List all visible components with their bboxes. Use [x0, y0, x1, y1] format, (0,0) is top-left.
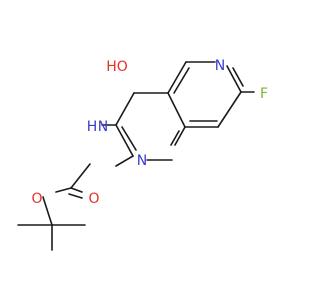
bond-layer	[17, 61, 255, 251]
bond	[173, 67, 190, 94]
pyridine-n-top: N	[215, 58, 225, 74]
amine-hydrogen: H	[87, 119, 98, 135]
bond	[121, 126, 137, 151]
bond	[70, 187, 83, 193]
amine-nitrogen: N	[98, 119, 108, 135]
hydroxyl-label: HO	[106, 59, 128, 75]
ester-oxygen: O	[31, 191, 42, 207]
carbonyl-oxygen: O	[88, 191, 99, 207]
bond	[167, 92, 186, 128]
bond	[170, 130, 180, 146]
bond	[174, 126, 186, 146]
bond	[217, 91, 242, 128]
bond	[115, 124, 134, 157]
bond	[55, 187, 72, 193]
bond	[167, 61, 187, 94]
pyridine-n-bottom: N	[137, 153, 147, 169]
atom-label-layer: HO N N H N F O O	[31, 58, 268, 207]
molecule-structure: HO N N H N F O O	[17, 58, 268, 251]
bond	[115, 92, 135, 126]
bond	[115, 155, 134, 167]
bond	[42, 196, 53, 226]
bond	[68, 193, 83, 199]
bond	[232, 67, 244, 87]
bond	[70, 163, 91, 189]
fluorine-label: F	[260, 86, 268, 102]
bond	[226, 65, 242, 93]
